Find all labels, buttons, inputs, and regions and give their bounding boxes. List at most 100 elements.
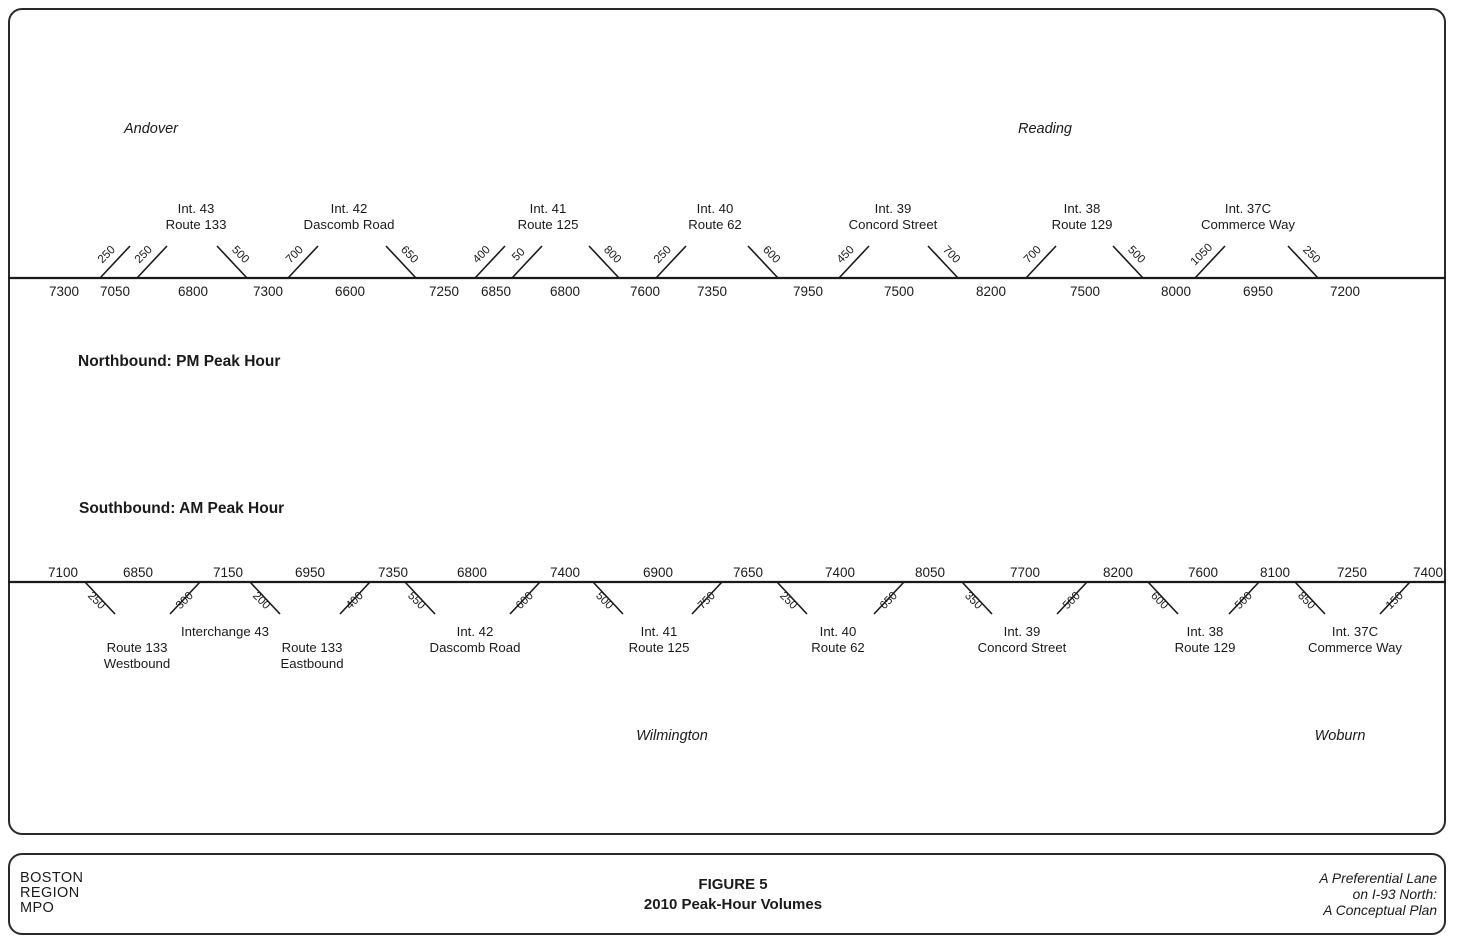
mainline-volume: 8100 <box>1260 565 1290 580</box>
on-ramp-line <box>339 581 371 615</box>
interchange-label: Int. 43 <box>178 201 215 216</box>
mainline-volume: 7400 <box>1413 565 1443 580</box>
ramp-volume: 550 <box>405 590 427 612</box>
ramp-volume: 600 <box>1148 590 1170 612</box>
project-line: on I-93 North: <box>1352 886 1437 902</box>
on-ramp-line <box>169 581 201 615</box>
mainline-volume: 7050 <box>100 284 130 299</box>
northbound-heading: Northbound: PM Peak Hour <box>78 353 281 370</box>
mainline-volume: 7600 <box>630 284 660 299</box>
interchange-label: Route 133 <box>107 640 168 655</box>
off-ramp-line <box>961 581 993 615</box>
mainline-volume: 7650 <box>733 565 763 580</box>
town-label: Andover <box>123 121 179 137</box>
ramp-volume: 250 <box>777 590 799 612</box>
interchange-label: Westbound <box>104 656 170 671</box>
mainline-volume: 7600 <box>1188 565 1218 580</box>
mainline-volume: 6850 <box>481 284 511 299</box>
footer-frame <box>8 853 1446 935</box>
mainline-volume: 7200 <box>1330 284 1360 299</box>
on-ramp-line <box>509 581 541 615</box>
interchange-label: Int. 37C <box>1332 624 1379 639</box>
org-line: MPO <box>20 899 55 916</box>
interchange-label: Route 133 <box>166 217 227 232</box>
interchange-label: Int. 38 <box>1187 624 1224 639</box>
interchange-label: Route 125 <box>518 217 579 232</box>
interchange-label: Route 129 <box>1052 217 1113 232</box>
interchange-label: Int. 39 <box>1004 624 1041 639</box>
town-label: Reading <box>1018 121 1072 137</box>
interchange-label: Int. 41 <box>641 624 678 639</box>
mainline-volume: 7300 <box>49 284 79 299</box>
mainline-volume: 6800 <box>550 284 580 299</box>
interchange-label: Int. 40 <box>820 624 857 639</box>
off-ramp-line <box>1112 245 1144 279</box>
mainline-volume: 7500 <box>1070 284 1100 299</box>
interchange-label: Dascomb Road <box>304 217 395 232</box>
on-ramp-line <box>873 581 905 615</box>
off-ramp-line <box>588 245 620 279</box>
ramp-volume: 850 <box>1295 590 1317 612</box>
mainline-volume: 7100 <box>48 565 78 580</box>
on-ramp-line <box>838 245 870 279</box>
mainline-volume: 7250 <box>1337 565 1367 580</box>
mainline-volume: 7300 <box>253 284 283 299</box>
on-ramp-line <box>1056 581 1088 615</box>
ramp-volume: 1050 <box>1189 242 1216 269</box>
mainline-volume: 6800 <box>178 284 208 299</box>
on-ramp-line <box>1228 581 1260 615</box>
interchange-label: Route 129 <box>1175 640 1236 655</box>
on-ramp-line <box>136 245 168 279</box>
on-ramp-line <box>655 245 687 279</box>
ramp-volume: 500 <box>1061 590 1083 612</box>
mainline-volume: 6950 <box>1243 284 1273 299</box>
on-ramp-line <box>511 245 543 279</box>
interchange-label: Int. 42 <box>331 201 368 216</box>
ramp-volume: 750 <box>696 590 718 612</box>
interchange-label: Route 62 <box>688 217 742 232</box>
off-ramp-line <box>592 581 624 615</box>
figure-title: 2010 Peak-Hour Volumes <box>643 895 823 913</box>
town-label: Wilmington <box>636 728 708 744</box>
interchange-label: Interchange 43 <box>181 624 269 639</box>
on-ramp-line <box>474 245 506 279</box>
org-line: REGION <box>20 884 80 901</box>
project-line: A Conceptual Plan <box>1323 902 1437 918</box>
off-ramp-line <box>1147 581 1179 615</box>
ramp-volume: 600 <box>514 590 536 612</box>
mainline-volume: 7150 <box>213 565 243 580</box>
on-ramp-line <box>1194 245 1226 279</box>
interchange-label: Route 62 <box>811 640 865 655</box>
mainline-volume: 6800 <box>457 565 487 580</box>
interchange-label: Int. 40 <box>697 201 734 216</box>
ramp-volume: 300 <box>174 590 196 612</box>
off-ramp-line <box>1294 581 1326 615</box>
mainline-volume: 7700 <box>1010 565 1040 580</box>
on-ramp-line <box>287 245 319 279</box>
southbound-heading: Southbound: AM Peak Hour <box>79 500 285 517</box>
project-line: A Preferential Lane <box>1319 871 1437 886</box>
off-ramp-line <box>385 245 417 279</box>
interchange-label: Concord Street <box>849 217 938 232</box>
town-label: Woburn <box>1315 728 1366 744</box>
on-ramp-line <box>691 581 723 615</box>
off-ramp-line <box>404 581 436 615</box>
mainline-volume: 6600 <box>335 284 365 299</box>
ramp-volume: 650 <box>878 590 900 612</box>
mainline-volume: 8200 <box>976 284 1006 299</box>
interchange-label: Route 125 <box>629 640 690 655</box>
mainline-volume: 6850 <box>123 565 153 580</box>
mainline-volume: 8000 <box>1161 284 1191 299</box>
off-ramp-line <box>776 581 808 615</box>
interchange-label: Int. 38 <box>1064 201 1101 216</box>
mainline-volume: 7350 <box>697 284 727 299</box>
mainline-volume: 7250 <box>429 284 459 299</box>
ramp-volume: 400 <box>344 590 366 612</box>
ramp-volume: 350 <box>962 590 984 612</box>
mainline-volume: 6900 <box>643 565 673 580</box>
mainline-volume: 7950 <box>793 284 823 299</box>
interchange-label: Commerce Way <box>1201 217 1295 232</box>
off-ramp-line <box>1287 245 1319 279</box>
on-ramp-line <box>99 245 131 279</box>
